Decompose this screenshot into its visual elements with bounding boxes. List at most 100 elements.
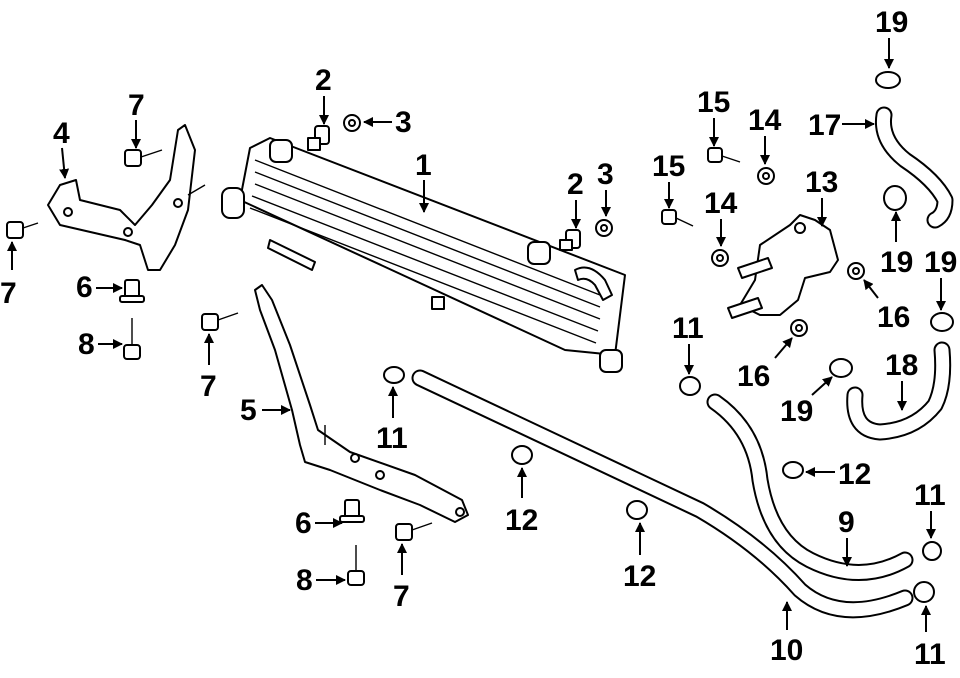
callout-3a: 3 — [363, 106, 412, 139]
callout-number: 17 — [808, 109, 841, 142]
bolt-8b — [347, 545, 365, 586]
washer-16b — [790, 319, 808, 337]
callout-number: 16 — [737, 360, 770, 393]
callout-12b: 12 — [623, 522, 656, 593]
hose-18 — [846, 341, 952, 441]
oil-cooler — [221, 137, 626, 373]
callout-number: 7 — [128, 89, 145, 122]
callout-number: 14 — [704, 187, 738, 220]
callout-19a: 19 — [875, 6, 908, 69]
clamp-12b — [626, 500, 648, 520]
callout-19c: 19 — [924, 246, 957, 311]
washer-14a — [757, 167, 775, 185]
clamp-11b — [679, 376, 701, 396]
callout-number: 3 — [395, 106, 412, 139]
bracket-4 — [47, 124, 206, 271]
callout-number: 19 — [924, 246, 957, 279]
callout-number: 12 — [838, 458, 871, 491]
callout-11d: 11 — [914, 605, 946, 671]
bracket-5 — [254, 284, 469, 523]
callout-number: 19 — [880, 246, 913, 279]
callout-3b: 3 — [597, 158, 614, 217]
bolt-2a — [307, 125, 330, 151]
callout-number: 8 — [78, 328, 95, 361]
callout-9: 9 — [838, 506, 855, 567]
washer-14b — [711, 249, 729, 267]
callout-18: 18 — [885, 349, 918, 411]
clamp-11a — [383, 366, 405, 384]
callout-16b: 16 — [737, 337, 793, 393]
callout-number: 3 — [597, 158, 614, 191]
callout-number: 18 — [885, 349, 918, 382]
callout-number: 6 — [295, 507, 312, 540]
callout-15b: 15 — [652, 150, 685, 209]
hose-17 — [874, 106, 954, 229]
callout-4: 4 — [53, 117, 70, 179]
callout-number: 5 — [240, 394, 257, 427]
callout-7a: 7 — [128, 89, 145, 149]
washer-3b — [595, 219, 613, 237]
callout-16a: 16 — [863, 279, 910, 334]
callout-10: 10 — [770, 601, 803, 667]
callout-7c: 7 — [200, 333, 217, 403]
bolt-7b — [6, 221, 39, 239]
callout-number: 6 — [76, 271, 93, 304]
clamp-11c — [922, 541, 942, 561]
callout-8b: 8 — [296, 564, 346, 597]
callout-7b: 7 — [0, 241, 17, 310]
callout-11b: 11 — [672, 312, 704, 375]
clamp-19d — [829, 358, 853, 378]
callout-14a: 14 — [748, 104, 782, 165]
callout-number: 12 — [623, 560, 656, 593]
stud-6a — [119, 279, 145, 303]
clamp-19a — [875, 71, 901, 89]
callout-17: 17 — [808, 109, 875, 142]
bolt-7d — [395, 522, 433, 541]
callout-number: 7 — [0, 277, 17, 310]
bolt-15b — [661, 209, 694, 227]
callout-number: 9 — [838, 506, 855, 539]
clamp-12a — [511, 445, 533, 465]
washer-3a — [343, 114, 361, 132]
callout-13: 13 — [805, 166, 838, 227]
callout-8a: 8 — [78, 328, 123, 361]
callout-19b: 19 — [880, 211, 913, 279]
callout-2b: 2 — [567, 168, 584, 229]
callout-number: 2 — [567, 168, 584, 201]
callout-11c: 11 — [914, 479, 946, 539]
callout-15a: 15 — [697, 86, 730, 147]
bolt-8a — [123, 318, 141, 360]
clamp-11d — [913, 581, 935, 603]
callout-number: 11 — [914, 638, 946, 671]
callout-11a: 11 — [376, 386, 408, 455]
callout-number: 19 — [875, 6, 908, 39]
clamp-19c — [930, 312, 954, 332]
bolt-7c — [201, 312, 239, 331]
callout-number: 13 — [805, 166, 838, 199]
clamp-12c — [782, 461, 804, 479]
callout-7d: 7 — [393, 543, 410, 613]
callout-number: 4 — [53, 117, 70, 150]
bolt-15a — [707, 147, 741, 163]
hose-10 — [411, 369, 914, 619]
callout-number: 8 — [296, 564, 313, 597]
hose-9 — [706, 393, 914, 581]
callout-number: 16 — [877, 301, 910, 334]
callout-2a: 2 — [315, 64, 332, 125]
callout-number: 1 — [415, 149, 432, 182]
callout-19d: 19 — [780, 376, 833, 428]
callout-14b: 14 — [704, 187, 738, 247]
callout-6a: 6 — [76, 271, 123, 304]
callout-12c: 12 — [805, 458, 871, 491]
callout-number: 19 — [780, 395, 813, 428]
washer-16a — [847, 262, 865, 280]
connector-13 — [727, 214, 839, 319]
bolt-7a — [124, 149, 163, 167]
stud-6b — [339, 499, 365, 523]
bolt-2b — [559, 229, 581, 251]
callout-number: 11 — [672, 312, 704, 345]
callout-5: 5 — [240, 394, 291, 427]
clamp-19b — [883, 185, 907, 211]
callout-number: 7 — [200, 370, 217, 403]
